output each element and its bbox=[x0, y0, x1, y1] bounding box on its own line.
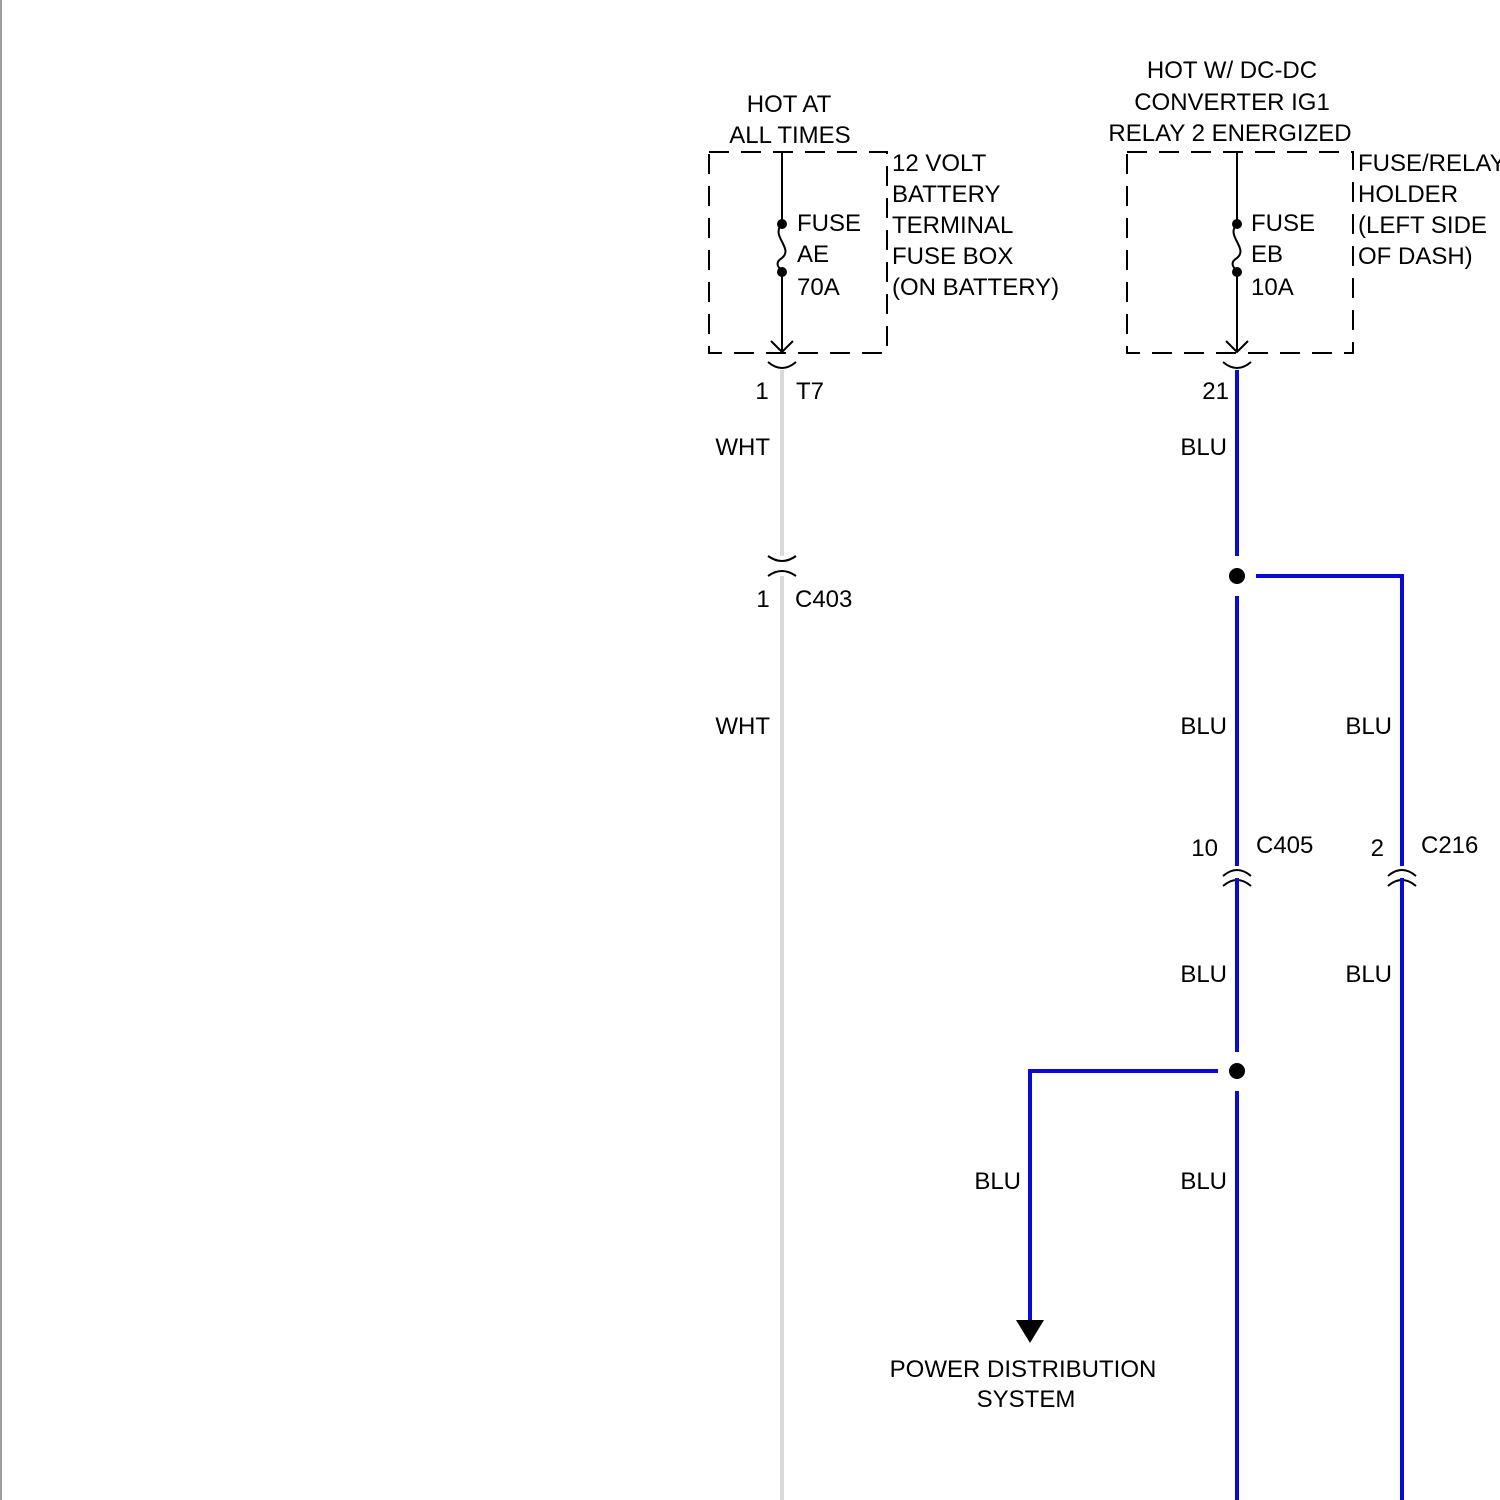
right-box-line2: HOLDER bbox=[1358, 181, 1458, 208]
left-fuse-name: AE bbox=[797, 241, 829, 268]
connector-c403-name: C403 bbox=[795, 586, 852, 613]
left-fuse-symbol bbox=[778, 224, 786, 272]
right-fuse-name: EB bbox=[1251, 241, 1283, 268]
left-box-line4: FUSE BOX bbox=[892, 243, 1013, 270]
right-box-line3: (LEFT SIDE bbox=[1358, 212, 1487, 239]
connector-c405-upper bbox=[1223, 870, 1251, 876]
connector-t7-pin: 1 bbox=[755, 378, 768, 405]
right-source-line2: CONVERTER IG1 bbox=[1134, 89, 1330, 116]
left-source-line2: ALL TIMES bbox=[729, 122, 850, 149]
connector-t7-symbol bbox=[768, 362, 796, 368]
connector-c403-upper bbox=[768, 556, 796, 561]
left-box-line5: (ON BATTERY) bbox=[892, 274, 1059, 301]
right-box-line4: OF DASH) bbox=[1358, 243, 1473, 270]
right-fuse-symbol bbox=[1233, 224, 1241, 272]
blu-wire-label-branch: BLU bbox=[1345, 713, 1392, 740]
pds-label-line1: POWER DISTRIBUTION bbox=[890, 1356, 1157, 1383]
connector-c405-pin: 10 bbox=[1191, 835, 1218, 862]
connector-c216-upper bbox=[1388, 870, 1416, 876]
wht-wire-label-2: WHT bbox=[715, 713, 770, 740]
right-box-line1: FUSE/RELAY bbox=[1358, 150, 1500, 177]
pds-label-line2: SYSTEM bbox=[977, 1386, 1076, 1413]
connector-t7-name: T7 bbox=[796, 378, 824, 405]
left-box-line1: 12 VOLT bbox=[892, 150, 987, 177]
blu-wire-label-after-c405: BLU bbox=[1180, 961, 1227, 988]
splice-upper bbox=[1229, 568, 1245, 584]
connector-c216-pin: 2 bbox=[1371, 835, 1384, 862]
connector-21-pin: 21 bbox=[1202, 378, 1229, 405]
left-source-line1: HOT AT bbox=[747, 91, 832, 118]
right-source-line1: HOT W/ DC-DC bbox=[1147, 57, 1317, 84]
left-box-line3: TERMINAL bbox=[892, 212, 1013, 239]
blu-wire-to-pds bbox=[1030, 1071, 1218, 1322]
left-circuit: HOT AT ALL TIMES FUSE AE 70A 12 VOLT BAT… bbox=[709, 91, 1059, 1500]
splice-lower bbox=[1229, 1063, 1245, 1079]
connector-c216-name: C216 bbox=[1421, 832, 1478, 859]
blu-wire-label-after-c216: BLU bbox=[1345, 961, 1392, 988]
connector-c403-lower bbox=[768, 571, 796, 576]
blu-wire-label-mid: BLU bbox=[1180, 713, 1227, 740]
left-fuse-label: FUSE bbox=[797, 210, 861, 237]
connector-21-symbol bbox=[1223, 362, 1251, 368]
pds-arrow-icon bbox=[1016, 1320, 1044, 1343]
left-fuse-rating: 70A bbox=[797, 274, 840, 301]
left-box-line2: BATTERY bbox=[892, 181, 1000, 208]
connector-c405-name: C405 bbox=[1256, 832, 1313, 859]
right-fuse-label: FUSE bbox=[1251, 210, 1315, 237]
blu-wire-label-to-pds: BLU bbox=[974, 1168, 1021, 1195]
right-source-line3: RELAY 2 ENERGIZED bbox=[1108, 120, 1351, 147]
blu-wire-label-bottom: BLU bbox=[1180, 1168, 1227, 1195]
wht-wire-label-1: WHT bbox=[715, 434, 770, 461]
right-fuse-rating: 10A bbox=[1251, 274, 1294, 301]
blu-wire-label-top: BLU bbox=[1180, 434, 1227, 461]
connector-c403-pin: 1 bbox=[756, 586, 769, 613]
